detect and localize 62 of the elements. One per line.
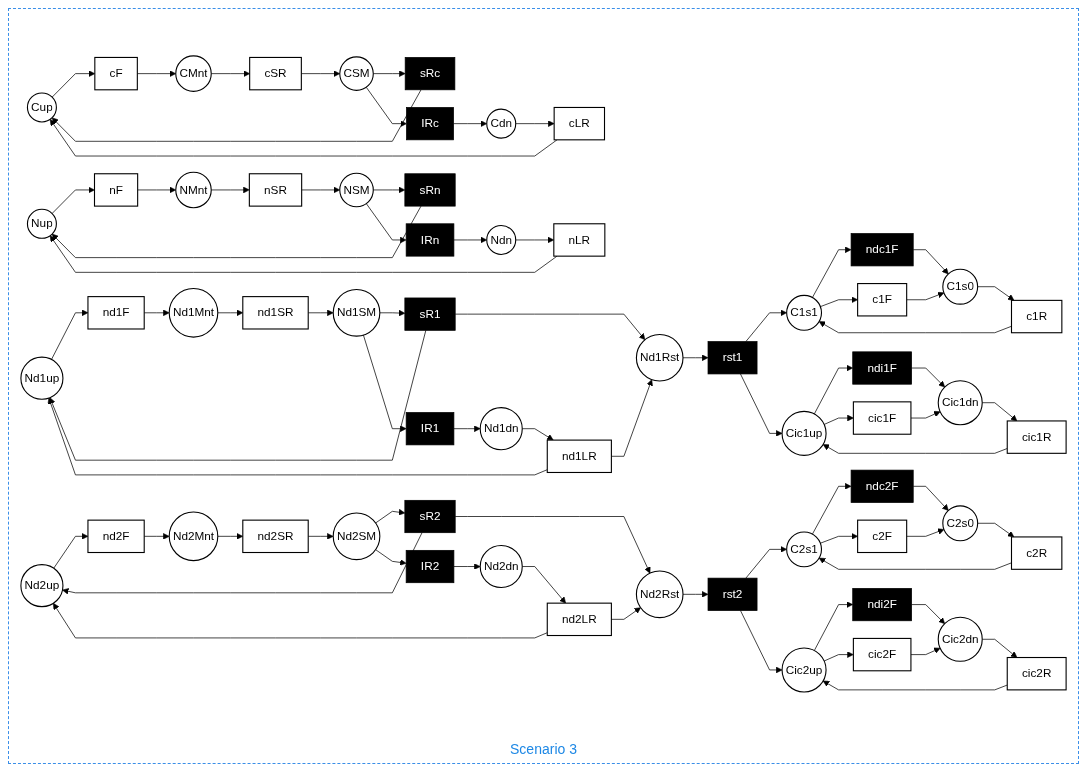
node-circle bbox=[168, 288, 219, 338]
node-circle bbox=[942, 505, 979, 542]
node-box bbox=[404, 173, 456, 207]
node-circle bbox=[781, 647, 827, 693]
node-box bbox=[546, 602, 612, 637]
node-circle bbox=[479, 545, 523, 589]
node-circle bbox=[175, 171, 212, 209]
node-box bbox=[87, 296, 145, 330]
node-circle bbox=[479, 407, 523, 451]
node-box bbox=[404, 297, 456, 331]
node-circle bbox=[635, 333, 684, 382]
node-circle bbox=[786, 531, 823, 568]
node-box bbox=[1006, 657, 1067, 691]
node-box bbox=[87, 519, 145, 554]
node-box bbox=[553, 107, 606, 141]
node-box bbox=[242, 519, 309, 554]
node-box bbox=[406, 107, 454, 141]
node-circle bbox=[339, 172, 374, 208]
caption: Scenario 3 bbox=[510, 741, 577, 757]
node-box bbox=[405, 412, 455, 446]
node-box bbox=[553, 223, 606, 257]
node-box bbox=[248, 173, 303, 207]
node-circle bbox=[486, 225, 517, 256]
node-box bbox=[249, 56, 302, 91]
node-box bbox=[852, 401, 912, 435]
node-circle bbox=[486, 108, 517, 139]
node-circle bbox=[781, 410, 827, 456]
node-box bbox=[852, 637, 912, 672]
node-circle bbox=[635, 570, 684, 619]
node-circle bbox=[332, 512, 381, 561]
node-box bbox=[852, 351, 912, 385]
node-box bbox=[242, 296, 309, 330]
node-circle bbox=[168, 511, 219, 562]
node-box bbox=[546, 439, 612, 474]
node-box bbox=[857, 283, 908, 317]
node-circle bbox=[786, 294, 823, 331]
node-circle bbox=[20, 564, 64, 608]
node-box bbox=[404, 57, 456, 91]
node-circle bbox=[20, 356, 64, 400]
node-circle bbox=[942, 268, 979, 305]
node-box bbox=[405, 550, 455, 584]
node-box bbox=[93, 173, 139, 207]
node-box bbox=[405, 223, 455, 257]
node-circle bbox=[26, 208, 57, 239]
node-box bbox=[1010, 299, 1063, 334]
petri-net-drawing: cF CMnt cSR CSM sRc Cup IRc Cdn cLR nF NMnt nSR NSM sRn Nup IRn Ndn nLR ndc1F C1s0 c1F nd1F Nd1Mnt nd1SR Nd1SM sR1 C1s1 c1R Nd1Rst rst1 ndi1F Nd1up Cic1dn cic1F IR1 Nd1dn Cic1up cic1R nd1LR ndc2F sR2 C2s0 nd2F Nd2Mnt nd2SR Nd2SM c2F C2s1 c2R IR2 Nd2dn Nd2up Nd2Rst rst2 ndi2F nd2LR Cic2dn cic2F Cic2up cic2R bbox=[15, 50, 1072, 698]
node-box bbox=[850, 233, 914, 267]
node-box bbox=[404, 500, 456, 534]
node-circle bbox=[332, 289, 381, 337]
node-circle bbox=[937, 380, 983, 426]
node-box bbox=[707, 341, 758, 375]
node-box bbox=[1010, 536, 1063, 570]
node-box bbox=[850, 469, 914, 503]
node-box bbox=[707, 577, 758, 611]
node-circle bbox=[26, 92, 57, 123]
node-box bbox=[852, 588, 912, 622]
node-circle bbox=[937, 616, 983, 662]
node-circle bbox=[339, 56, 374, 91]
node-circle bbox=[175, 55, 212, 92]
node-box bbox=[857, 519, 908, 554]
node-box bbox=[94, 56, 138, 91]
node-box bbox=[1006, 420, 1067, 454]
